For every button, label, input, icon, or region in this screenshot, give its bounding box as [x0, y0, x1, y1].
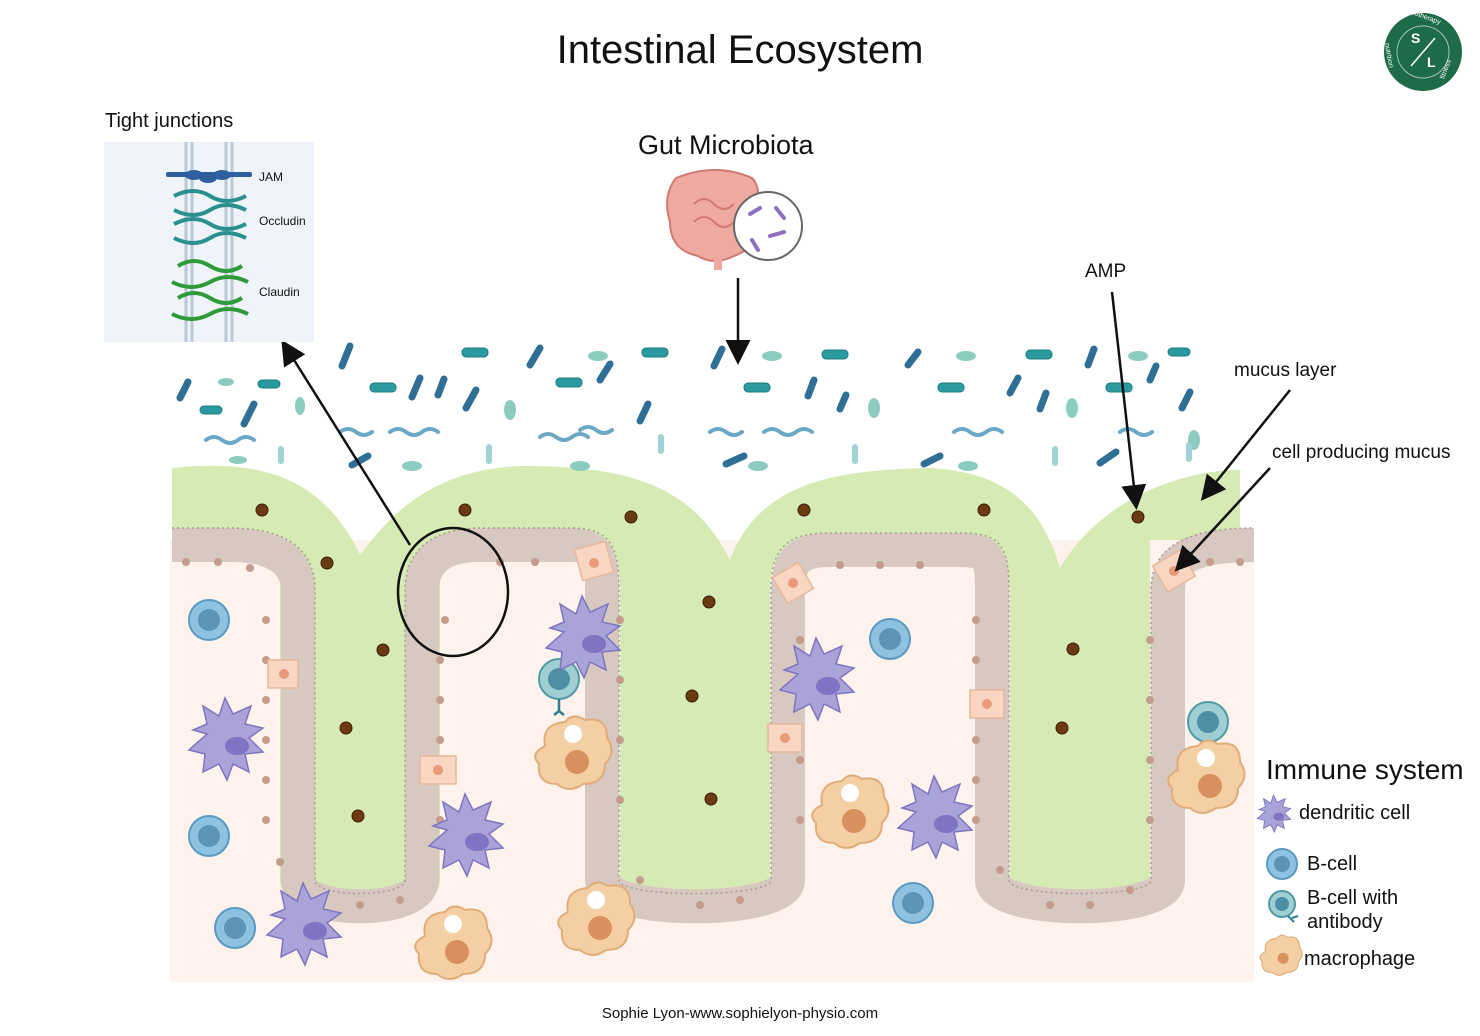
- immune-system-title: Immune system: [1266, 754, 1464, 785]
- legend-dendritic-cell-icon: [1256, 793, 1292, 834]
- bacteria-field: [176, 342, 1200, 471]
- dendritic-cells: [187, 594, 974, 967]
- amp-label: AMP: [1085, 261, 1127, 282]
- macrophages: [414, 715, 1246, 980]
- b-cells: [188, 599, 934, 949]
- zoom-circle: [396, 526, 510, 658]
- amp-particles: [255, 503, 1145, 823]
- tight-junctions-panel: [104, 142, 314, 342]
- jam-proteins: [166, 170, 252, 183]
- legend-macrophage-icon: [1259, 934, 1303, 976]
- occludin-proteins: [173, 189, 247, 245]
- legend-b-cell-icon: [1266, 848, 1298, 880]
- arrow-mucus-cell: [1174, 467, 1271, 572]
- logo-letter-s: S: [1411, 30, 1421, 46]
- claudin-label: Claudin: [259, 285, 300, 299]
- arrow-amp: [1110, 291, 1147, 510]
- mucus-cell-label: cell producing mucus: [1272, 442, 1451, 463]
- jam-label: JAM: [259, 170, 283, 184]
- legend-macrophage-label: macrophage: [1304, 948, 1416, 970]
- legend-b-cell-label: B-cell: [1307, 853, 1358, 875]
- bacteria-magnifier-icon: [733, 191, 803, 261]
- mucus-layer-label: mucus layer: [1234, 360, 1337, 381]
- legend-dendritic-cell-label: dendritic cell: [1299, 802, 1411, 824]
- claudin-proteins: [171, 259, 249, 321]
- b-cells-with-antibody: [538, 658, 1229, 759]
- page-title: Intestinal Ecosystem: [556, 28, 924, 72]
- tight-junctions-title: Tight junctions: [105, 110, 234, 132]
- arrow-mucus-layer: [1200, 389, 1291, 501]
- goblet-nuclei: [279, 558, 1179, 775]
- logo-letter-l: L: [1427, 54, 1436, 70]
- footer-credit: Sophie Lyon-www.sophielyon-physio.com: [601, 1005, 879, 1022]
- arrow-to-tight-junctions: [281, 339, 412, 546]
- logo-badge: [1384, 13, 1462, 91]
- legend-b-cell-antibody-icon: [1268, 890, 1299, 923]
- mucus-layer: [172, 465, 1240, 918]
- legend-b-cell-antibody-label: B-cell with antibody: [1307, 887, 1399, 933]
- occludin-label: Occludin: [259, 214, 306, 228]
- gut-microbiota-title: Gut Microbiota: [638, 130, 814, 160]
